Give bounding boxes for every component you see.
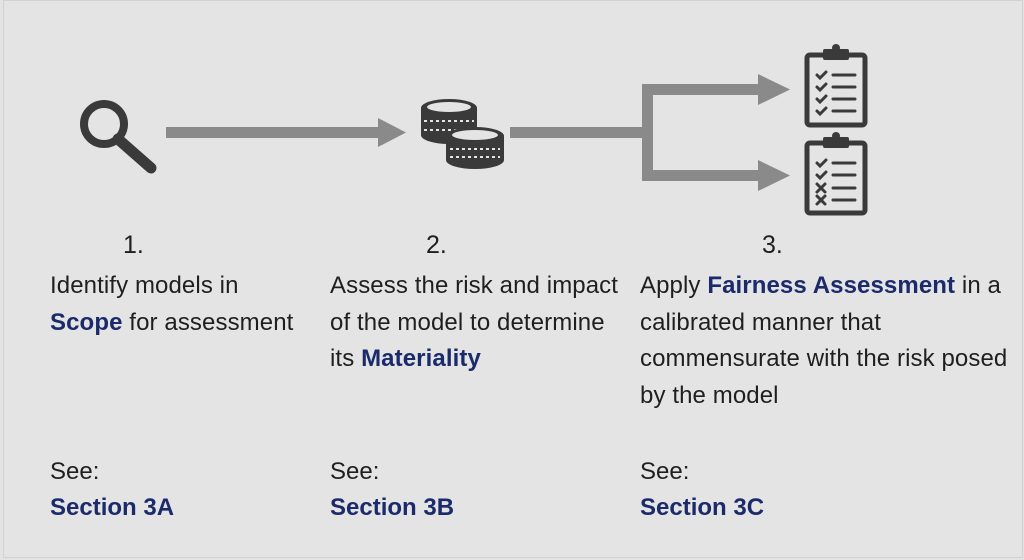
- magnifier-icon: [80, 100, 157, 174]
- step-text: in a calibrated manner that commensurate…: [640, 272, 1008, 409]
- step-highlight: Fairness Assessment: [707, 272, 956, 299]
- step-description: Apply Fairness Assessment in a calibrate…: [640, 268, 1010, 448]
- section-reference: Section 3B: [330, 494, 455, 521]
- step-highlight: Scope: [50, 308, 123, 336]
- section-reference: Section 3C: [640, 494, 765, 521]
- arrow-step2-to-step3: [510, 74, 790, 191]
- clipboard-checklist-icon: [804, 44, 868, 128]
- section-reference: Section 3A: [50, 494, 175, 521]
- step-text: for assessment: [122, 308, 294, 336]
- coins-icon: [421, 99, 504, 169]
- step-number: 2.: [426, 231, 447, 259]
- step-text: Apply: [640, 272, 708, 299]
- step-number: 3.: [762, 231, 783, 259]
- diagram-frame: [3, 0, 1023, 558]
- step-highlight: Materiality: [361, 345, 481, 372]
- clipboard-mixed-checklist-icon: [804, 132, 868, 216]
- step-2: 2. Assess the risk and impact of the mod…: [330, 228, 620, 526]
- see-label: See:: [50, 458, 100, 485]
- see-label: See:: [330, 458, 380, 485]
- see-label: See:: [640, 458, 690, 485]
- step-1: 1. Identify models in Scope for assessme…: [50, 228, 310, 526]
- step-text: Assess the risk and impact of the model …: [330, 272, 619, 372]
- arrow-step1-to-step2: [166, 118, 406, 147]
- step-text: Identify models in: [50, 272, 239, 299]
- step-number: 1.: [123, 231, 144, 259]
- step-description: Identify models in Scope for assessment: [50, 268, 310, 448]
- step-description: Assess the risk and impact of the model …: [330, 268, 620, 448]
- step-3: 3. Apply Fairness Assessment in a calibr…: [640, 228, 1010, 526]
